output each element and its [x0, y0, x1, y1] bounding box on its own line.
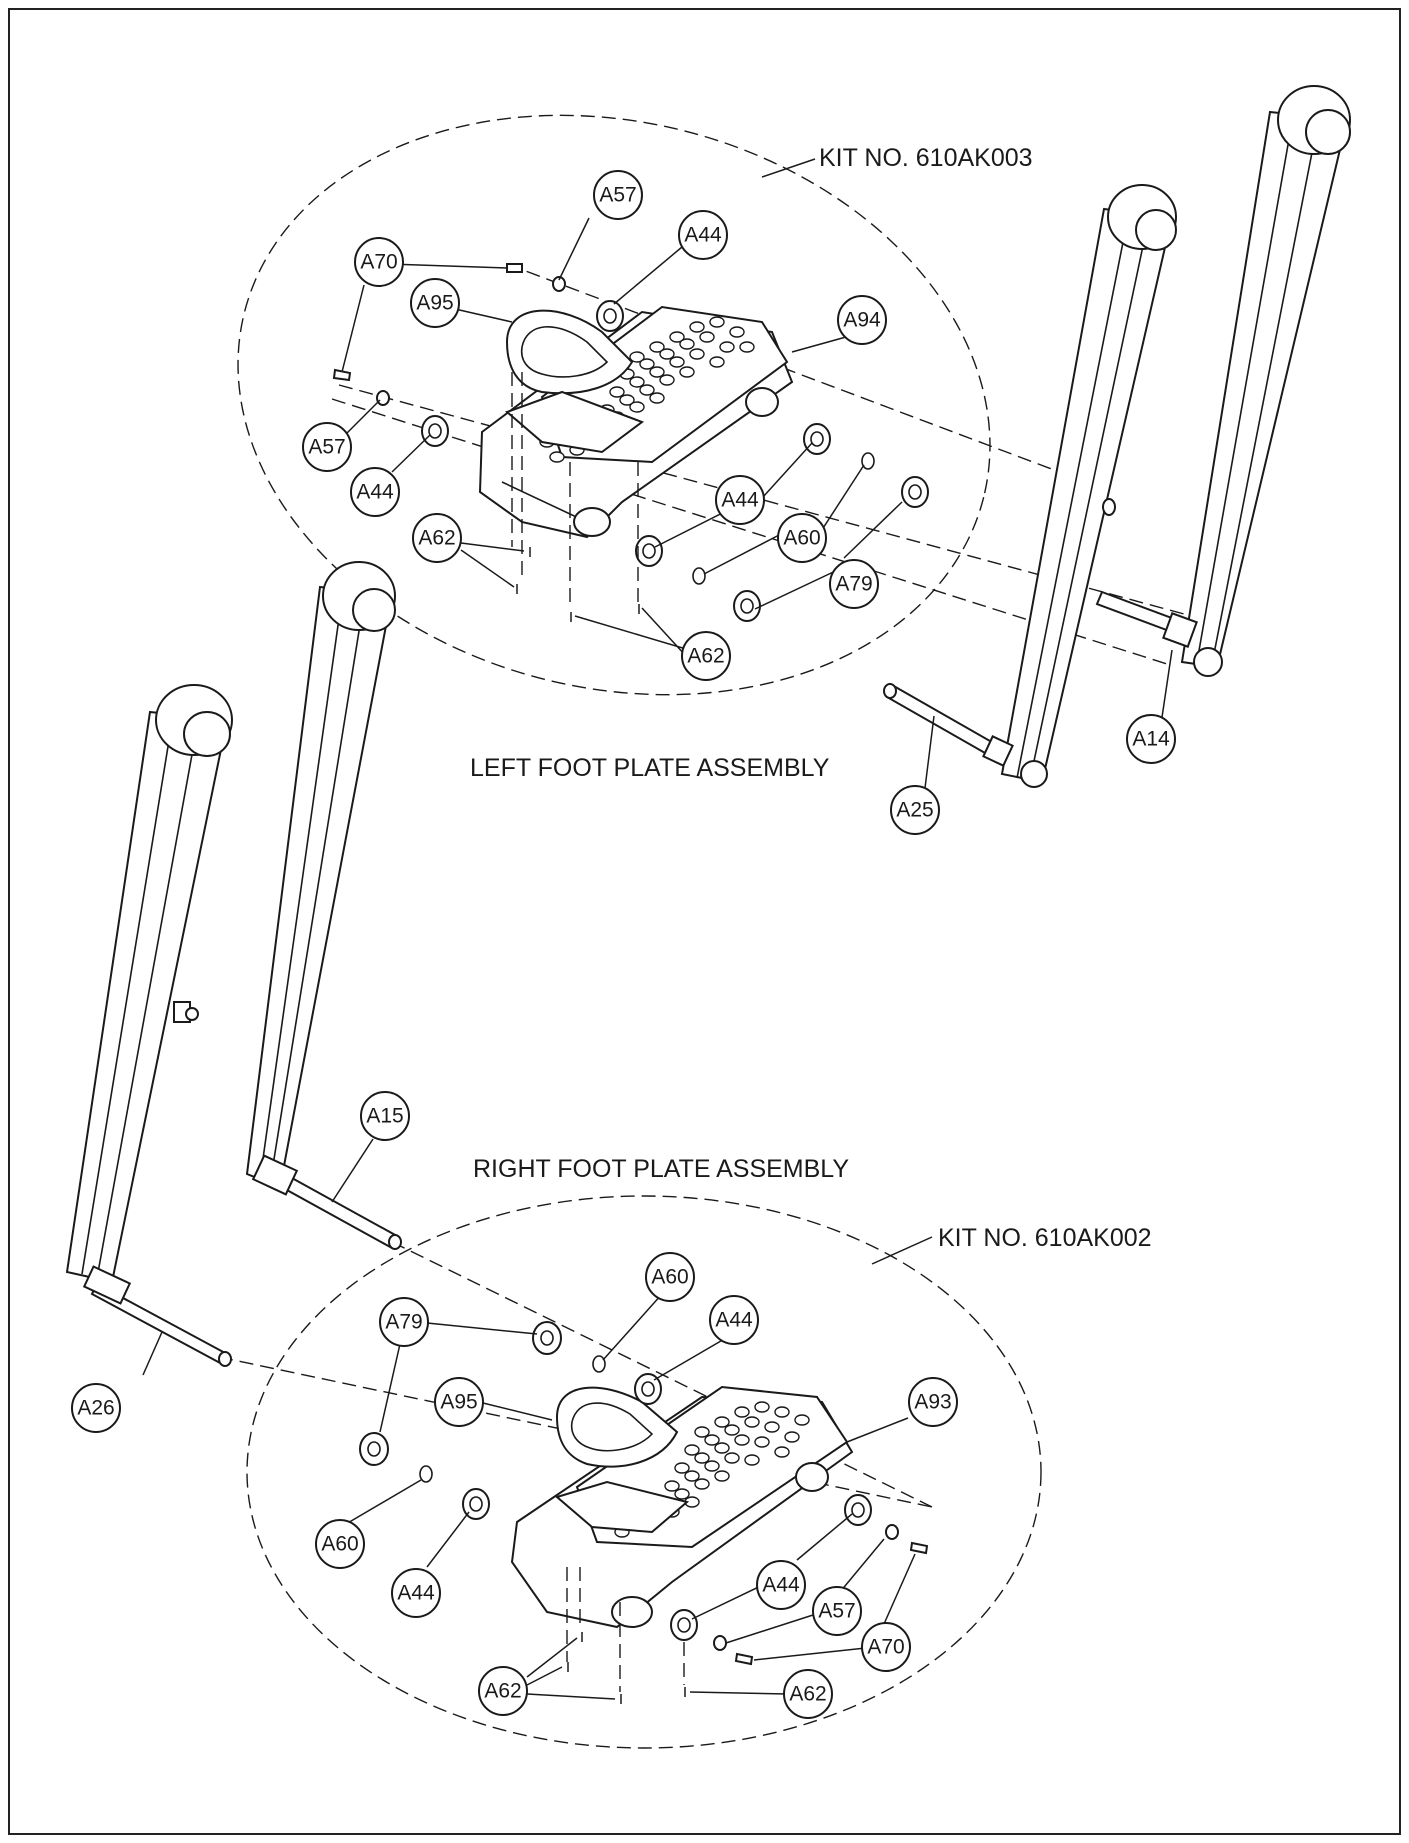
callout-a62-bottom: A62	[681, 631, 731, 681]
svg-text:A44: A44	[356, 481, 394, 504]
shaft-a26	[82, 1265, 232, 1367]
callout-a44-mid: A44	[715, 475, 765, 525]
svg-text:A79: A79	[835, 573, 872, 596]
callout-a62-right-lower: A62	[783, 1669, 833, 1719]
left-swing-arm-lower	[65, 684, 233, 1284]
callout-a44-top-lower: A44	[709, 1295, 759, 1345]
left-kit-boundary	[237, 114, 991, 696]
svg-text:A14: A14	[1132, 728, 1170, 751]
svg-text:A57: A57	[818, 1600, 855, 1623]
right-foot-plate-assembly	[65, 561, 1042, 1749]
leader-lines-lower	[142, 1138, 933, 1700]
callout-a60-upper: A60	[777, 513, 827, 563]
svg-text:A26: A26	[77, 1397, 114, 1420]
svg-text:A60: A60	[783, 527, 820, 550]
callout-a95-lower: A95	[434, 1377, 484, 1427]
svg-text:A44: A44	[715, 1309, 753, 1332]
right-assembly-title: RIGHT FOOT PLATE ASSEMBLY	[473, 1155, 849, 1183]
callout-a60-top-lower: A60	[645, 1252, 695, 1302]
callout-a62-left-lower: A62	[478, 1666, 528, 1716]
callout-a44-right-lower: A44	[756, 1560, 806, 1610]
svg-text:A94: A94	[843, 309, 881, 332]
left-kit-number: KIT NO. 610AK003	[819, 144, 1033, 172]
left-assembly-title: LEFT FOOT PLATE ASSEMBLY	[470, 754, 830, 782]
svg-text:A79: A79	[385, 1311, 422, 1334]
svg-text:A95: A95	[440, 1391, 477, 1414]
shaft-a25	[883, 683, 1014, 767]
right-swing-arm-upper	[1180, 85, 1351, 677]
svg-text:A44: A44	[721, 489, 759, 512]
svg-text:A44: A44	[762, 1574, 800, 1597]
callout-a79-upper: A79	[829, 559, 879, 609]
svg-text:A60: A60	[651, 1266, 688, 1289]
svg-text:A93: A93	[914, 1391, 951, 1414]
callout-a70-lower: A70	[861, 1622, 911, 1672]
svg-text:A44: A44	[397, 1582, 435, 1605]
callout-a15: A15	[360, 1091, 410, 1141]
callout-a26: A26	[71, 1383, 121, 1433]
svg-text:A57: A57	[308, 436, 345, 459]
middle-swing-arm-lower	[245, 561, 396, 1189]
svg-text:A15: A15	[366, 1105, 403, 1128]
exploded-parts-diagram: LEFT FOOT PLATE ASSEMBLY RIGHT FOOT PLAT…	[65, 85, 1351, 1749]
callout-a44-top: A44	[678, 210, 728, 260]
callout-a57-top: A57	[593, 170, 643, 220]
callout-a44-left-lower: A44	[391, 1568, 441, 1618]
shaft-a14	[1095, 590, 1198, 648]
heel-cup-a95	[505, 309, 645, 454]
callout-a93: A93	[908, 1377, 958, 1427]
callout-a94: A94	[837, 295, 887, 345]
svg-text:A70: A70	[867, 1636, 904, 1659]
callout-a62-left: A62	[412, 513, 462, 563]
svg-text:A62: A62	[687, 645, 724, 668]
callout-a57-left: A57	[302, 422, 352, 472]
svg-text:A70: A70	[360, 251, 397, 274]
callout-a44-left: A44	[350, 467, 400, 517]
callout-a60-left-lower: A60	[315, 1519, 365, 1569]
svg-text:A60: A60	[321, 1533, 358, 1556]
svg-text:A62: A62	[418, 527, 455, 550]
svg-text:A95: A95	[416, 292, 453, 315]
callout-a95-upper: A95	[410, 278, 460, 328]
svg-text:A44: A44	[684, 224, 722, 247]
callout-a14: A14	[1126, 714, 1176, 764]
left-foot-plate-assembly	[237, 85, 1351, 797]
callout-a79-top-lower: A79	[379, 1297, 429, 1347]
callout-a25: A25	[890, 785, 940, 835]
small-hardware-upper	[332, 263, 929, 622]
middle-swing-arm	[1000, 184, 1177, 788]
svg-text:A62: A62	[484, 1680, 521, 1703]
shaft-a15	[251, 1154, 402, 1250]
callout-a57-lower: A57	[812, 1586, 862, 1636]
right-kit-number: KIT NO. 610AK002	[938, 1224, 1152, 1252]
heel-cup-a95-lower	[554, 1386, 690, 1534]
svg-text:A25: A25	[896, 799, 933, 822]
right-kit-boundary	[246, 1195, 1042, 1749]
svg-text:A57: A57	[599, 184, 636, 207]
svg-text:A62: A62	[789, 1683, 826, 1706]
drawing-frame: LEFT FOOT PLATE ASSEMBLY RIGHT FOOT PLAT…	[8, 8, 1401, 1835]
callout-a70-left: A70	[354, 237, 404, 287]
small-hardware-lower	[359, 1321, 929, 1704]
